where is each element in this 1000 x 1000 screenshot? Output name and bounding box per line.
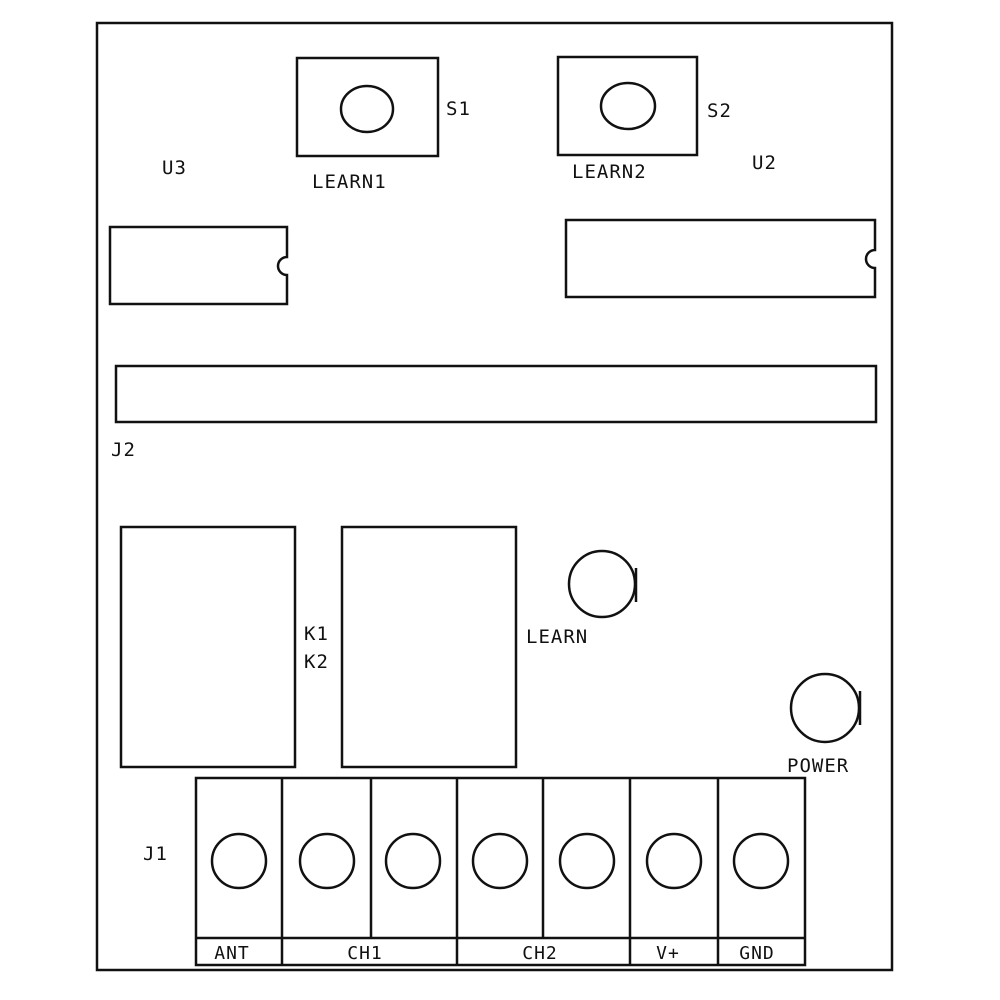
terminal-label-ch2: CH2 xyxy=(522,943,558,964)
s1-label: S1 xyxy=(446,98,471,120)
u3-label: U3 xyxy=(162,157,187,179)
terminal-label-ant: ANT xyxy=(214,943,250,964)
relay-k2 xyxy=(340,525,518,769)
switch-s2-button xyxy=(599,81,657,131)
learn-led-label: LEARN xyxy=(526,626,588,648)
power-led-label: POWER xyxy=(787,755,849,777)
terminal-label-gnd: GND xyxy=(739,943,775,964)
terminal-screw-ch2-b[interactable] xyxy=(558,832,616,890)
terminal-screw-ant[interactable] xyxy=(210,832,268,890)
relay-k1 xyxy=(119,525,297,769)
k1-label: K1 xyxy=(304,623,329,645)
led-learn-body xyxy=(567,549,637,619)
board-outline xyxy=(95,21,894,972)
switch-s1-body xyxy=(295,56,440,158)
ic-u3 xyxy=(108,225,289,306)
terminal-screw-ch1-b[interactable] xyxy=(384,832,442,890)
terminal-screw-ch1-a[interactable] xyxy=(298,832,356,890)
switch-s2[interactable] xyxy=(556,55,699,157)
terminal-label-ch1: CH1 xyxy=(347,943,383,964)
terminal-block-outline xyxy=(194,776,807,967)
switch-s1[interactable] xyxy=(295,56,440,158)
led-power-body xyxy=(789,672,861,744)
header-j2 xyxy=(114,364,878,424)
terminal-screw-ch2-a[interactable] xyxy=(471,832,529,890)
j1-label: J1 xyxy=(143,843,168,865)
learn1-label: LEARN1 xyxy=(312,171,387,193)
switch-s1-button xyxy=(339,84,395,134)
led-power xyxy=(789,672,862,744)
k2-label: K2 xyxy=(304,651,329,673)
terminal-screw-gnd[interactable] xyxy=(732,832,790,890)
j2-label: J2 xyxy=(111,439,136,461)
ic-u2 xyxy=(564,218,877,299)
led-learn xyxy=(567,549,638,619)
terminal-screw-vplus[interactable] xyxy=(645,832,703,890)
switch-s2-body xyxy=(556,55,699,157)
learn2-label: LEARN2 xyxy=(572,161,647,183)
terminal-label-vplus: V+ xyxy=(656,943,680,964)
u2-label: U2 xyxy=(752,152,777,174)
s2-label: S2 xyxy=(707,100,732,122)
terminal-block-j1: ANT CH1 CH2 V+ GND xyxy=(194,776,807,967)
